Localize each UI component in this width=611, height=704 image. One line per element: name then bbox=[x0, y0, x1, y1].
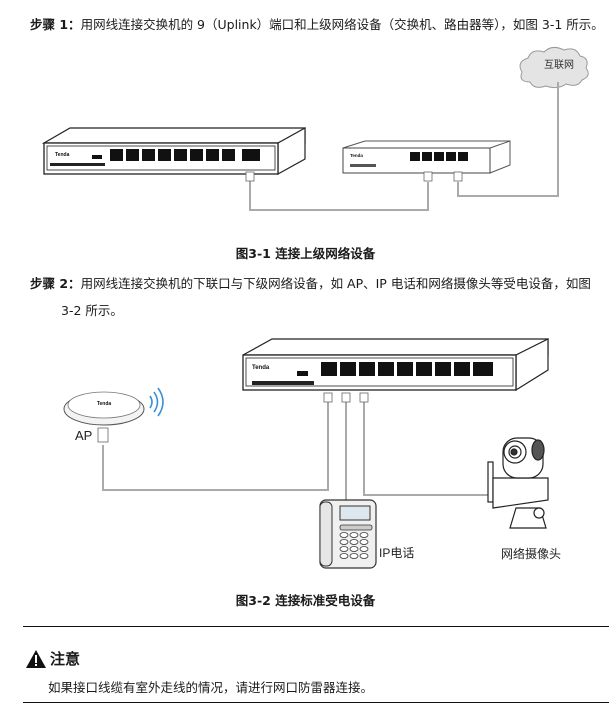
figure-3-2: Tenda Tenda AP IP电话 网络摄像头 bbox=[63, 338, 561, 569]
switch-device: Tenda bbox=[41, 126, 306, 176]
switch-device-2: Tenda bbox=[242, 338, 549, 392]
step-1-prefix: 步骤 1： bbox=[30, 17, 81, 32]
ethernet-port bbox=[397, 362, 413, 376]
ethernet-port bbox=[340, 362, 356, 376]
figure-3-1-caption: 图3-1 连接上级网络设备 bbox=[235, 246, 376, 261]
ethernet-port bbox=[190, 149, 203, 161]
phone-key bbox=[349, 546, 359, 552]
ip-phone bbox=[319, 499, 377, 569]
figure-3-1: 互联网 Tenda Tenda bbox=[41, 46, 589, 211]
ethernet-port bbox=[158, 149, 171, 161]
note-text: 如果接口线缆有室外走线的情况，请进行网口防雷器连接。 bbox=[48, 680, 374, 695]
phone-key bbox=[359, 539, 369, 545]
ethernet-port bbox=[321, 362, 337, 376]
ethernet-port bbox=[446, 152, 456, 161]
ethernet-port bbox=[434, 152, 444, 161]
wifi-signal-icon bbox=[149, 387, 164, 417]
step-2-prefix: 步骤 2： bbox=[30, 276, 81, 291]
phone-key bbox=[359, 546, 369, 552]
phone-key bbox=[349, 532, 359, 538]
figure-3-2-caption: 图3-2 连接标准受电设备 bbox=[235, 593, 376, 608]
phone-key bbox=[349, 553, 359, 559]
ap-label: AP bbox=[75, 428, 92, 443]
ethernet-port bbox=[458, 152, 468, 161]
step-2-continued: 3-2 所示。 bbox=[61, 303, 123, 318]
ethernet-port bbox=[142, 149, 155, 161]
note-divider-top bbox=[23, 626, 609, 627]
ethernet-port bbox=[222, 149, 235, 161]
step-2: 步骤 2：用网线连接交换机的下联口与下级网络设备，如 AP、IP 电话和网络摄像… bbox=[30, 275, 591, 293]
ethernet-port bbox=[378, 362, 394, 376]
ethernet-port bbox=[206, 149, 219, 161]
phone-key bbox=[339, 539, 349, 545]
step-2-text-line1: 用网线连接交换机的下联口与下级网络设备，如 AP、IP 电话和网络摄像头等受电设… bbox=[80, 276, 591, 291]
uplink-cable bbox=[249, 82, 559, 211]
router-device: Tenda bbox=[342, 140, 511, 174]
note-header: 注意 bbox=[26, 648, 80, 669]
network-camera bbox=[487, 437, 549, 529]
note-divider-bottom bbox=[23, 702, 609, 703]
switch-brand-logo: Tenda bbox=[55, 152, 70, 158]
phone-key bbox=[339, 546, 349, 552]
ethernet-port bbox=[410, 152, 420, 161]
ethernet-port bbox=[359, 362, 375, 376]
phone-key bbox=[359, 532, 369, 538]
ethernet-port bbox=[110, 149, 123, 161]
ethernet-port bbox=[435, 362, 451, 376]
internet-cloud: 互联网 bbox=[519, 46, 589, 89]
ethernet-port bbox=[422, 152, 432, 161]
ip-phone-label: IP电话 bbox=[379, 546, 414, 560]
phone-key bbox=[359, 553, 369, 559]
ethernet-port bbox=[126, 149, 139, 161]
phone-key bbox=[339, 532, 349, 538]
phone-key bbox=[339, 553, 349, 559]
ethernet-port bbox=[174, 149, 187, 161]
ethernet-port bbox=[416, 362, 432, 376]
step-1-text: 用网线连接交换机的 9（Uplink）端口和上级网络设备（交换机、路由器等），如… bbox=[80, 17, 604, 32]
ethernet-port bbox=[454, 362, 470, 376]
warning-icon bbox=[26, 649, 46, 668]
phone-key bbox=[349, 539, 359, 545]
router-brand-logo: Tenda bbox=[350, 153, 363, 158]
switch-2-brand-logo: Tenda bbox=[252, 365, 270, 371]
step-1: 步骤 1：用网线连接交换机的 9（Uplink）端口和上级网络设备（交换机、路由… bbox=[30, 16, 604, 34]
note-title: 注意 bbox=[50, 650, 81, 668]
access-point: Tenda bbox=[63, 391, 145, 443]
cloud-label: 互联网 bbox=[544, 59, 574, 71]
camera-label: 网络摄像头 bbox=[501, 546, 561, 561]
ap-brand-logo: Tenda bbox=[97, 401, 112, 407]
